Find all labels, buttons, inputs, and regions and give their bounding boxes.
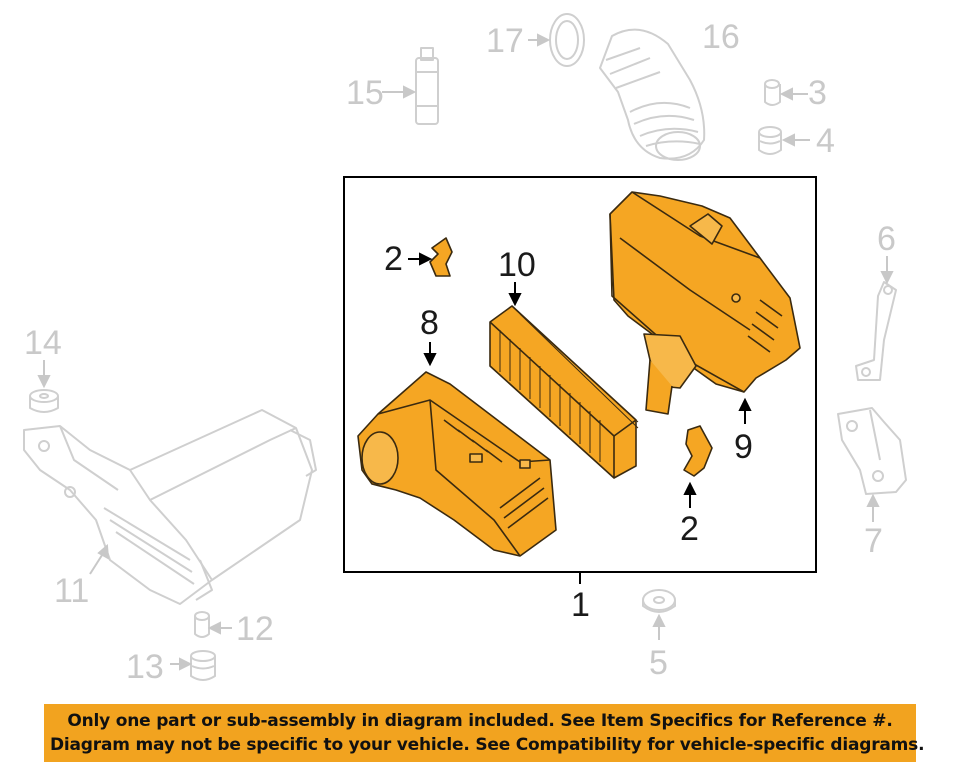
callout-3: 3 (808, 74, 827, 112)
grommet-part-13 (190, 650, 216, 681)
clip-part-lower (683, 425, 713, 477)
lower-housing-part (357, 371, 557, 557)
callout-9: 9 (734, 428, 753, 466)
disclaimer-line-2: Diagram may not be specific to your vehi… (50, 735, 925, 755)
callout-14: 14 (24, 324, 62, 362)
callout-16: 16 (702, 18, 740, 56)
callout-2-upper: 2 (384, 240, 403, 278)
callout-11: 11 (54, 572, 90, 610)
callout-7: 7 (864, 522, 883, 560)
callout-12: 12 (236, 610, 274, 648)
parts-diagram (23, 13, 907, 681)
bushing-part (764, 79, 781, 106)
hose-clamp-part (549, 13, 585, 67)
air-filter-element-part (489, 305, 639, 479)
bracket-part (855, 281, 897, 381)
callout-10: 10 (498, 246, 536, 284)
callout-5: 5 (649, 644, 668, 682)
clip-part-upper (429, 237, 453, 277)
disclaimer-banner: Only one part or sub-assembly in diagram… (44, 704, 925, 762)
callout-1: 1 (571, 586, 590, 624)
callout-6: 6 (877, 220, 896, 258)
grommet-part (758, 126, 782, 155)
grommet-part-14 (29, 389, 59, 413)
mount-rubber-part (642, 589, 676, 613)
disclaimer-line-1: Only one part or sub-assembly in diagram… (67, 711, 893, 731)
callout-15: 15 (346, 74, 384, 112)
intake-hose-part (599, 28, 706, 161)
mass-airflow-sensor-part (415, 47, 439, 125)
callout-17: 17 (486, 22, 524, 60)
callout-4: 4 (816, 122, 835, 160)
mount-bracket-part (837, 407, 907, 495)
callout-13: 13 (126, 648, 164, 686)
air-duct-part (23, 409, 317, 605)
bushing-part-12 (194, 611, 210, 638)
callout-8: 8 (420, 304, 439, 342)
callout-2-lower: 2 (680, 510, 699, 548)
upper-cover-part (609, 191, 801, 415)
